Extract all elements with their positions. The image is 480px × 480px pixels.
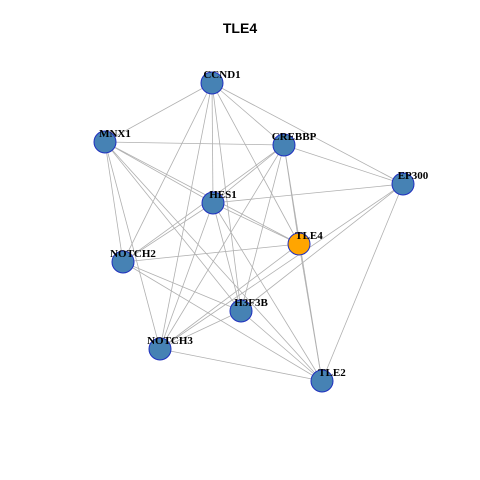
- edge-tle4-notch2: [122, 243, 300, 263]
- edge-mnx1-notch3: [104, 141, 161, 350]
- node-notch3: NOTCH3: [147, 335, 193, 361]
- edge-ep300-hes1: [212, 183, 404, 204]
- edge-notch2-tle2: [122, 261, 323, 382]
- edge-mnx1-tle4: [104, 141, 300, 245]
- node-label-notch3: NOTCH3: [147, 335, 193, 347]
- edge-crebbp-ep300: [283, 144, 404, 185]
- edge-crebbp-notch3: [159, 144, 285, 350]
- node-label-ccnd1: CCND1: [203, 69, 240, 81]
- node-circle-crebbp: [272, 133, 296, 157]
- node-label-ep300: EP300: [398, 170, 429, 182]
- edge-hes1-tle2: [212, 202, 323, 382]
- edge-ccnd1-notch2: [122, 82, 213, 263]
- edge-crebbp-hes1: [212, 144, 285, 204]
- node-circle-hes1: [201, 191, 225, 215]
- edge-ccnd1-h3f3b: [211, 82, 242, 312]
- node-tle4: TLE4: [287, 230, 323, 256]
- edge-mnx1-notch2: [104, 141, 124, 263]
- node-circle-tle2: [310, 369, 334, 393]
- edge-mnx1-crebbp: [104, 141, 285, 146]
- node-crebbp: CREBBP: [272, 131, 317, 157]
- node-ccnd1: CCND1: [200, 69, 241, 95]
- node-circle-h3f3b: [229, 299, 253, 323]
- node-circle-mnx1: [93, 130, 117, 154]
- node-mnx1: MNX1: [93, 128, 131, 154]
- edge-layer: [104, 82, 404, 382]
- edge-tle4-tle2: [298, 243, 323, 382]
- edge-ep300-tle2: [321, 183, 404, 382]
- node-circle-ccnd1: [200, 71, 224, 95]
- edge-crebbp-h3f3b: [240, 144, 285, 312]
- edge-hes1-notch3: [159, 202, 214, 350]
- edge-hes1-tle4: [212, 202, 300, 245]
- edge-tle4-notch3: [159, 243, 300, 350]
- node-tle2: TLE2: [310, 367, 346, 393]
- node-label-hes1: HES1: [209, 189, 237, 201]
- edge-hes1-h3f3b: [212, 202, 242, 312]
- edge-ep300-notch3: [159, 183, 404, 350]
- edge-ccnd1-ep300: [211, 82, 404, 185]
- node-hes1: HES1: [201, 189, 237, 215]
- edge-ep300-h3f3b: [240, 183, 404, 312]
- edge-ccnd1-hes1: [211, 82, 214, 204]
- chart-title: TLE4: [222, 20, 258, 36]
- node-circle-ep300: [391, 172, 415, 196]
- node-label-notch2: NOTCH2: [110, 248, 156, 260]
- node-circle-tle4: [287, 232, 311, 256]
- edge-ccnd1-mnx1: [104, 82, 213, 143]
- edge-hes1-notch2: [122, 202, 214, 263]
- edge-h3f3b-notch3: [159, 310, 242, 350]
- edge-ccnd1-tle4: [211, 82, 300, 245]
- edge-ccnd1-crebbp: [211, 82, 285, 146]
- node-circle-notch3: [148, 337, 172, 361]
- node-notch2: NOTCH2: [110, 248, 156, 274]
- edge-h3f3b-tle2: [240, 310, 323, 382]
- node-label-tle2: TLE2: [318, 367, 346, 379]
- node-label-mnx1: MNX1: [99, 128, 131, 140]
- node-circle-notch2: [111, 250, 135, 274]
- node-label-crebbp: CREBBP: [272, 131, 317, 143]
- node-ep300: EP300: [391, 170, 429, 196]
- edge-notch2-h3f3b: [122, 261, 242, 312]
- node-label-tle4: TLE4: [295, 230, 323, 242]
- node-label-h3f3b: H3F3B: [234, 297, 268, 309]
- node-h3f3b: H3F3B: [229, 297, 268, 323]
- edge-mnx1-h3f3b: [104, 141, 242, 312]
- edge-mnx1-hes1: [104, 141, 214, 204]
- edge-notch3-tle2: [159, 348, 323, 382]
